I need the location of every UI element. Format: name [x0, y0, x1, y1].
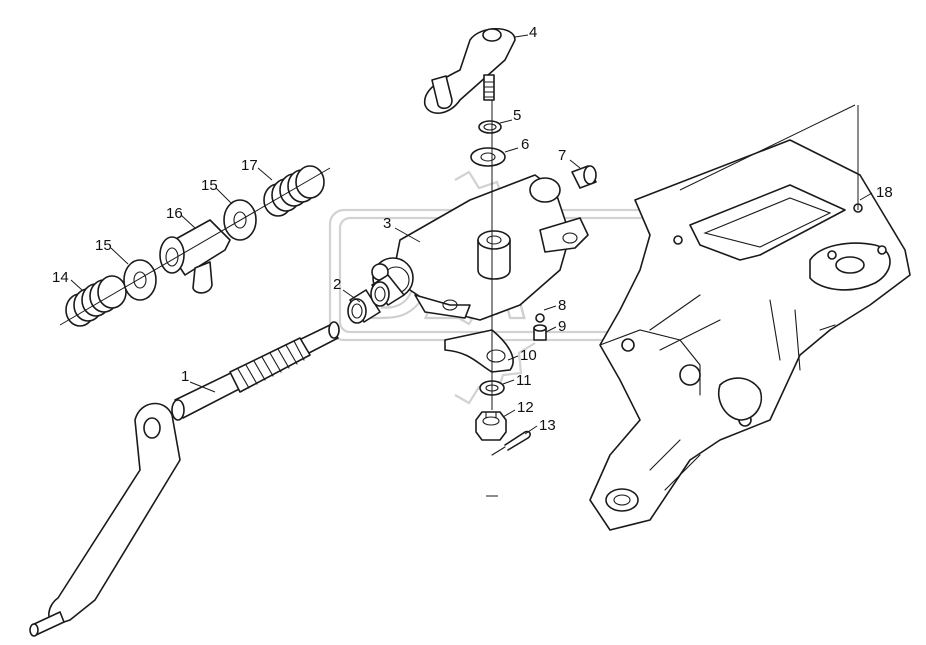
callout-5: 5 [513, 107, 521, 124]
part-2-bushings [347, 274, 405, 324]
callout-12: 12 [517, 399, 534, 416]
part-10-arm [444, 329, 514, 373]
part-14-spring [65, 275, 127, 327]
part-4-lever [424, 28, 516, 114]
part-8-ball [535, 313, 545, 323]
part-3-selector-housing [371, 174, 589, 321]
part-13-cotter-pin [491, 430, 531, 456]
callout-15-left: 15 [95, 237, 112, 254]
callout-13: 13 [539, 417, 556, 434]
callout-1: 1 [181, 368, 189, 385]
callout-16: 16 [166, 205, 183, 222]
part-17-spring [263, 165, 325, 217]
callout-8: 8 [558, 297, 566, 314]
housing-axis-line-2 [679, 104, 856, 191]
callout-14: 14 [52, 269, 69, 286]
callout-leaders [70, 34, 873, 435]
callout-17: 17 [241, 157, 258, 174]
assembly-axes [59, 100, 859, 497]
part-12-castle-nut [475, 411, 507, 441]
part-7-plug [571, 165, 597, 189]
part-1-shift-shaft [29, 321, 340, 637]
part-18-housing [589, 139, 911, 531]
callout-2: 2 [333, 276, 341, 293]
callout-15-right: 15 [201, 177, 218, 194]
part-6-washer [470, 147, 506, 167]
callout-4: 4 [529, 24, 537, 41]
callout-labels: 1 2 3 4 5 6 7 8 9 10 11 12 13 14 15 15 1… [52, 24, 893, 434]
part-15-washer-left [123, 259, 157, 301]
callout-10: 10 [520, 347, 537, 364]
part-9-spring-pin [533, 324, 547, 341]
callout-7: 7 [558, 147, 566, 164]
shaft-axis-line [59, 167, 331, 326]
callout-3: 3 [383, 215, 391, 232]
callout-18: 18 [876, 184, 893, 201]
callout-11: 11 [516, 372, 532, 389]
part-16-shift-cam [159, 219, 231, 294]
callout-6: 6 [521, 136, 529, 153]
callout-9: 9 [558, 318, 566, 335]
part-5-o-ring [478, 120, 502, 134]
